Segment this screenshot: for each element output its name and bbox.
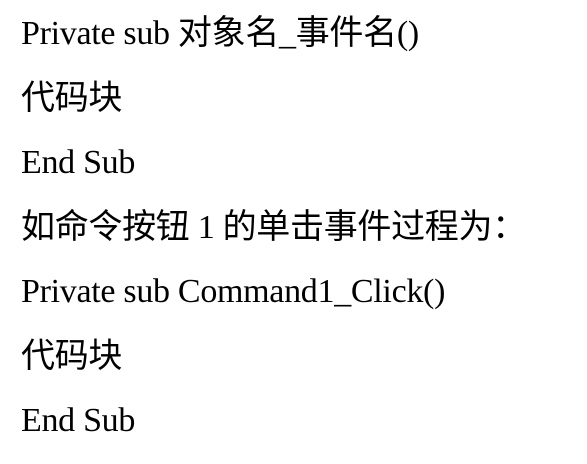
example-declaration-line: Private sub Command1_Click() <box>21 273 446 310</box>
syntax-declaration-line: Private sub 对象名_事件名() <box>21 15 419 52</box>
example-end-sub-line: End Sub <box>21 402 136 439</box>
example-code-block-line: 代码块 <box>21 337 123 375</box>
syntax-end-sub-line: End Sub <box>21 144 136 181</box>
syntax-code-block-line: 代码块 <box>21 79 123 117</box>
example-intro-line: 如命令按钮 1 的单击事件过程为： <box>21 208 526 246</box>
